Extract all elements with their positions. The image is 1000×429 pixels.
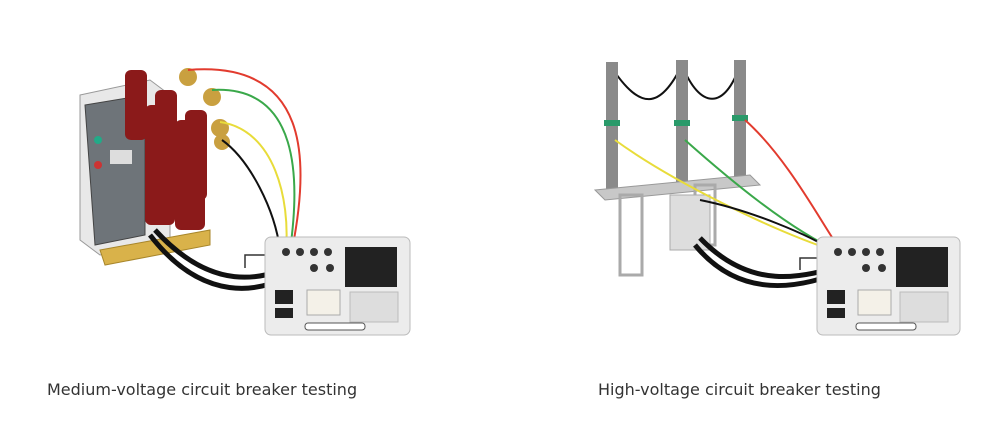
figure-high-voltage: [590, 0, 970, 350]
caption-high-voltage: High-voltage circuit breaker testing: [598, 380, 881, 399]
breaker-poles: [125, 68, 230, 230]
insulator-columns: [593, 60, 762, 277]
high-voltage-illustration: [593, 60, 961, 336]
figure-medium-voltage: [60, 0, 440, 350]
breaker-analyzer-device: [816, 236, 961, 336]
medium-voltage-illustration: [79, 68, 411, 336]
caption-medium-voltage: Medium-voltage circuit breaker testing: [47, 380, 358, 399]
breaker-analyzer-device: [264, 236, 411, 336]
test-leads: [614, 119, 853, 289]
